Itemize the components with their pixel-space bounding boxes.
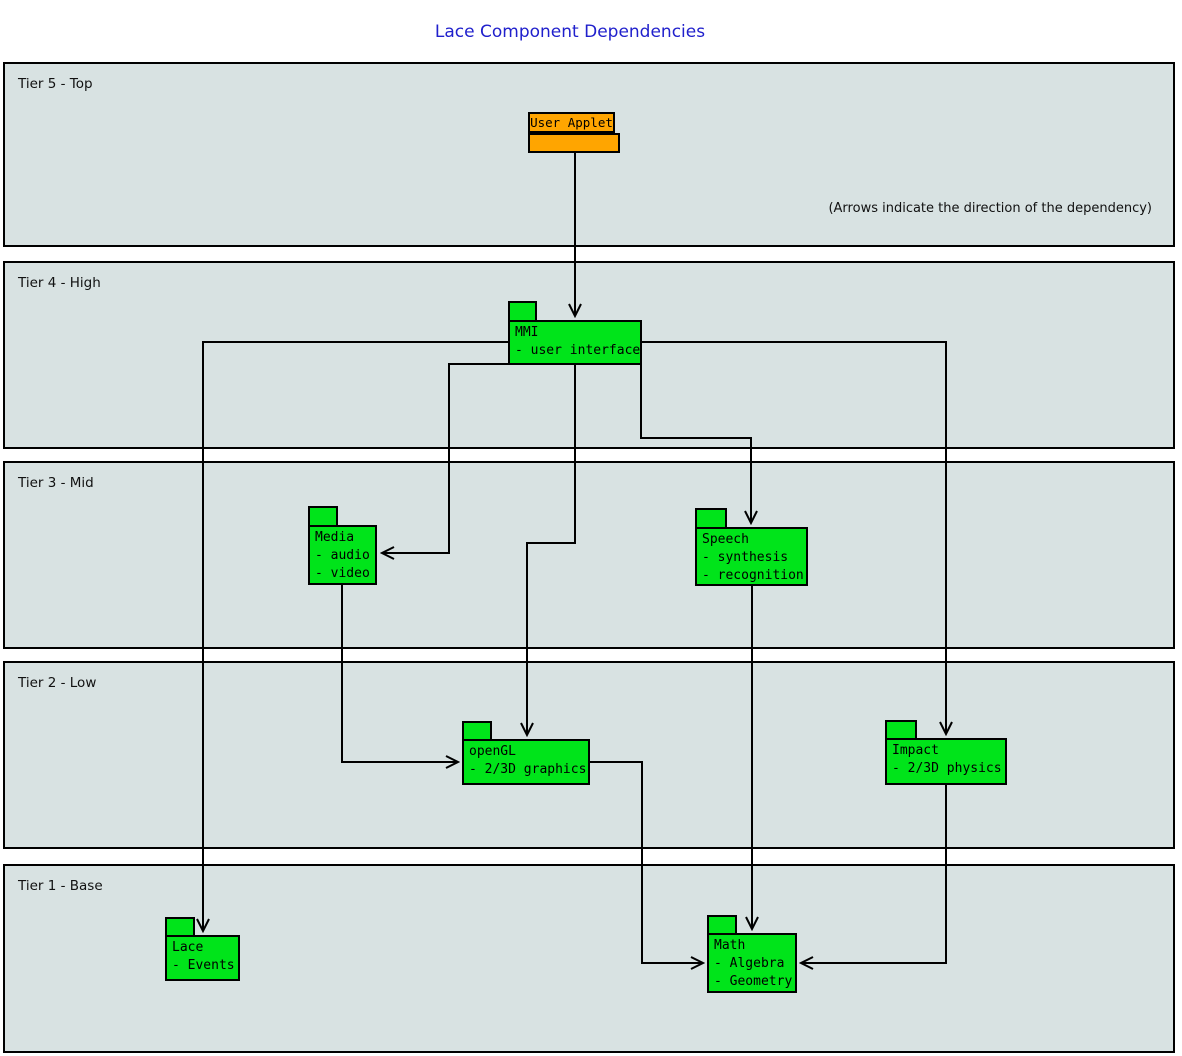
node-math-title: Math — [714, 938, 746, 953]
node-opengl: openGL - 2/3D graphics — [462, 739, 590, 785]
tier-4-label: Tier 4 - High — [18, 275, 101, 291]
node-opengl-line: - 2/3D graphics — [469, 762, 587, 777]
node-math: Math - Algebra - Geometry — [707, 933, 797, 993]
tier-5-label: Tier 5 - Top — [18, 76, 93, 92]
node-math-line: - Geometry — [714, 974, 793, 989]
node-mmi-tab — [508, 301, 537, 322]
node-user-applet-body — [528, 133, 620, 153]
node-opengl-tab — [462, 721, 492, 741]
dependency-direction-note: (Arrows indicate the direction of the de… — [828, 201, 1152, 216]
node-math-tab — [707, 915, 737, 935]
node-mmi-line: - user interface — [515, 343, 641, 358]
tier-band-5: Tier 5 - Top — [3, 62, 1175, 247]
node-media-title: Media — [315, 530, 355, 545]
node-mmi: MMI - user interface — [508, 320, 642, 365]
node-mmi-title: MMI — [515, 325, 539, 340]
node-speech: Speech - synthesis - recognition — [695, 527, 808, 586]
node-impact-line: - 2/3D physics — [892, 761, 1002, 776]
tier-3-label: Tier 3 - Mid — [18, 475, 94, 491]
node-lace-title: Lace — [172, 940, 204, 955]
node-lace: Lace - Events — [165, 935, 240, 981]
node-opengl-title: openGL — [469, 744, 516, 759]
node-media-tab — [308, 506, 338, 527]
tier-2-label: Tier 2 - Low — [18, 675, 97, 691]
node-media-line: - video — [315, 566, 370, 581]
node-lace-line: - Events — [172, 958, 235, 973]
node-user-applet-title: User Applet — [528, 112, 615, 133]
node-speech-line: - recognition — [702, 568, 804, 583]
node-lace-tab — [165, 917, 195, 937]
diagram-title: Lace Component Dependencies — [434, 22, 706, 42]
node-math-line: - Algebra — [714, 956, 785, 971]
node-speech-title: Speech — [702, 532, 749, 547]
node-impact-title: Impact — [892, 743, 939, 758]
node-impact: Impact - 2/3D physics — [885, 738, 1007, 785]
node-media-line: - audio — [315, 548, 370, 563]
tier-1-label: Tier 1 - Base — [18, 878, 103, 894]
node-media: Media - audio - video — [308, 525, 377, 585]
node-speech-line: - synthesis — [702, 550, 789, 565]
node-speech-tab — [695, 508, 727, 529]
tier-band-3: Tier 3 - Mid — [3, 461, 1175, 649]
node-impact-tab — [885, 720, 917, 740]
